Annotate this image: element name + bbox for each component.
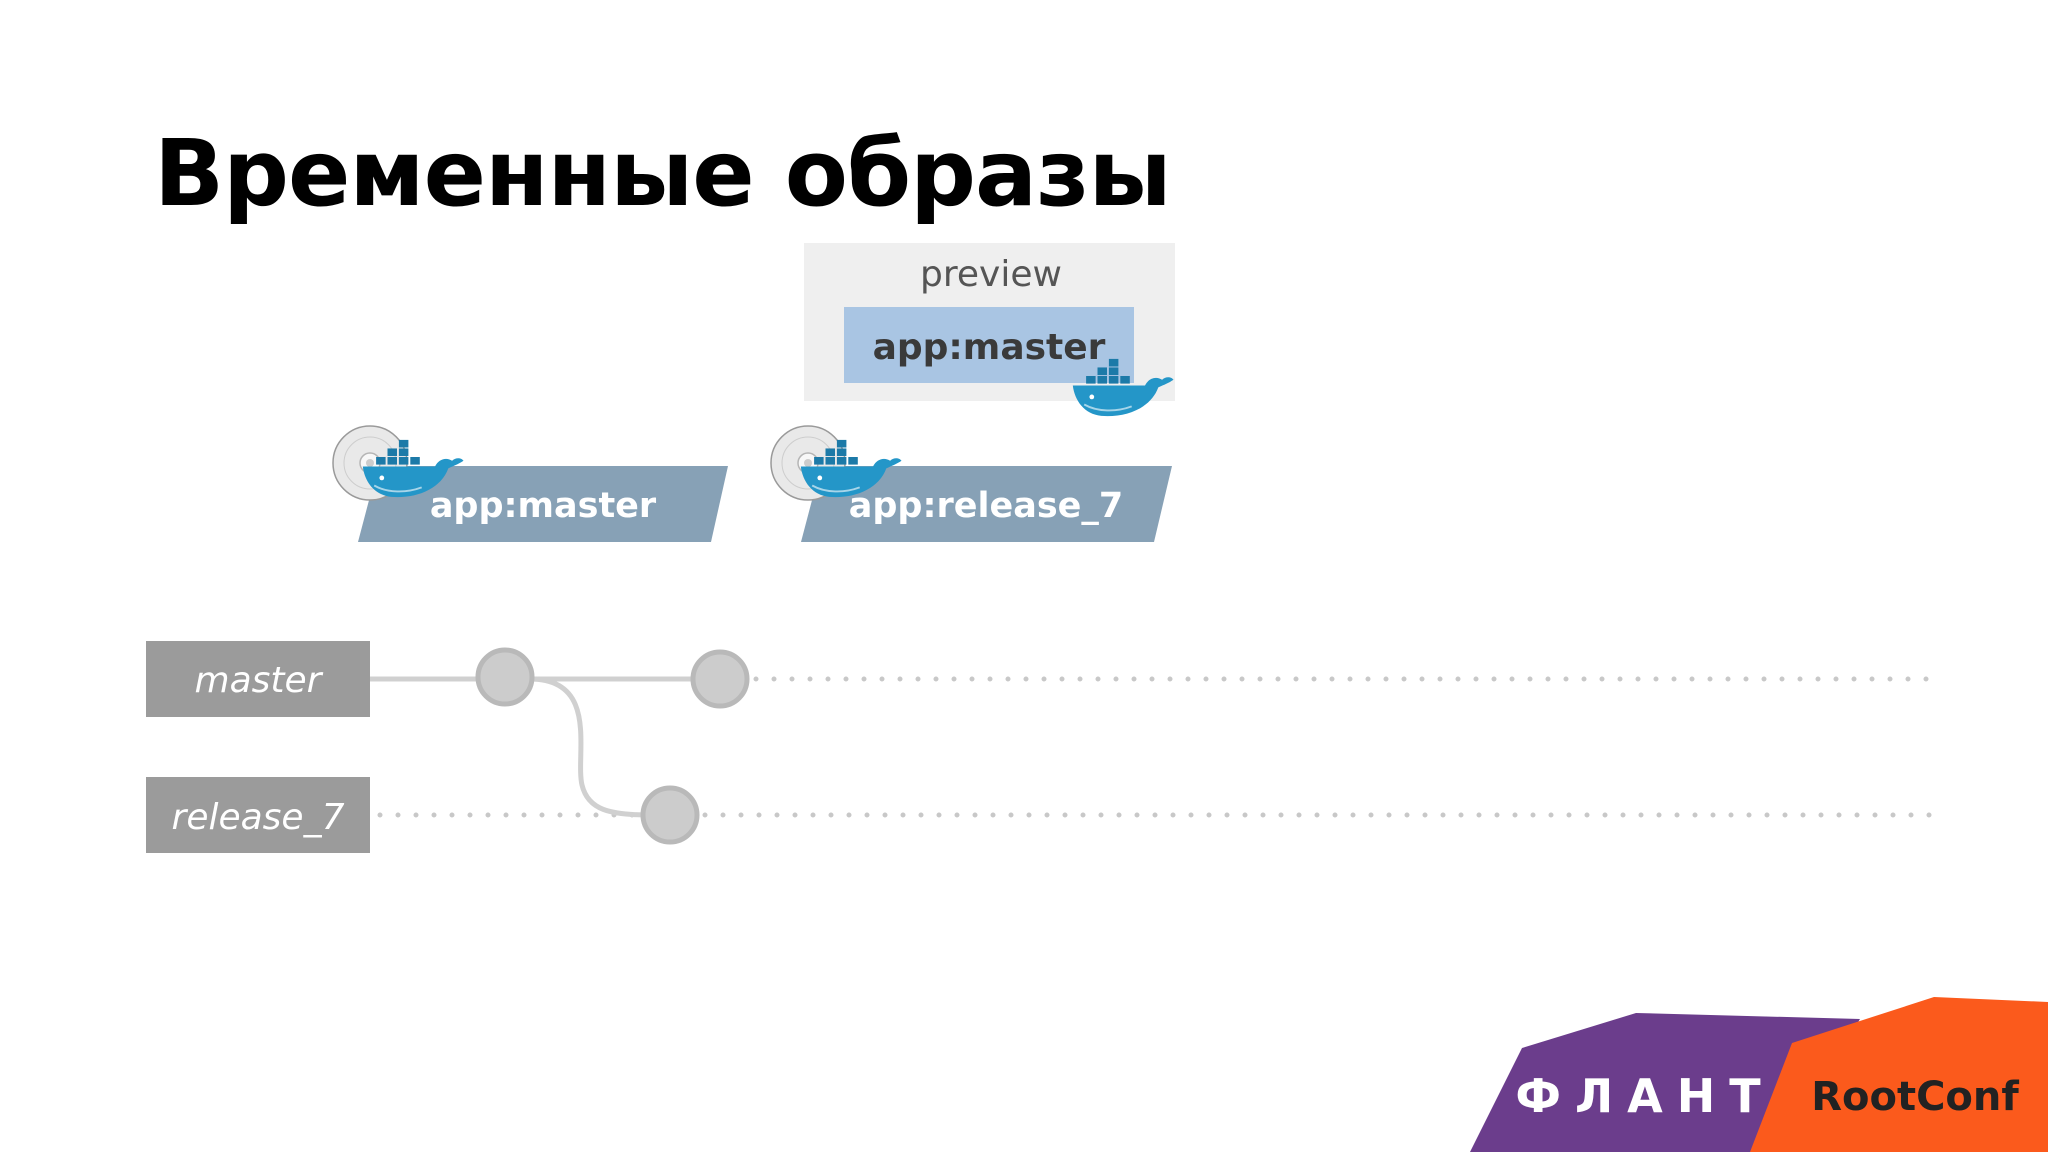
- branch-label-master-text: master: [195, 660, 324, 701]
- rootconf-logo: RootConf: [1750, 997, 2048, 1152]
- commit-node: [690, 649, 750, 709]
- preview-label: preview: [920, 254, 1062, 295]
- image-tag-master-bg: [358, 466, 728, 542]
- flant-logo-bg: [1470, 1013, 1860, 1152]
- branch-label-release-7: release_7: [146, 777, 370, 853]
- branch-label-release-7-text: release_7: [172, 797, 345, 838]
- image-tag-release-7-label: app:release_7: [849, 486, 1124, 526]
- branch-label-master-bg: [146, 641, 370, 717]
- preview-image-tag: app:master: [873, 327, 1106, 368]
- flant-logo: ФЛАНТ: [1470, 1013, 1860, 1152]
- rootconf-logo-text: RootConf: [1811, 1074, 2019, 1120]
- image-tag-master: app:master: [332, 425, 728, 542]
- slide-title: Временные образы: [154, 120, 1172, 227]
- preview-image-tag-box: [844, 307, 1134, 383]
- branch-fork-curve: [529, 676, 651, 818]
- flant-logo-text: ФЛАНТ: [1515, 1069, 1774, 1123]
- commit-node: [640, 785, 700, 845]
- branch-label-master: master: [146, 641, 370, 717]
- image-tag-release-7: app:release_7: [770, 425, 1172, 542]
- image-tag-release-7-bg: [801, 466, 1172, 542]
- image-tag-master-label: app:master: [430, 486, 657, 526]
- branch-label-release-7-bg: [146, 777, 370, 853]
- preview-panel: preview app:master: [804, 243, 1175, 418]
- rootconf-logo-bg: [1750, 997, 2048, 1152]
- commit-node: [475, 647, 535, 707]
